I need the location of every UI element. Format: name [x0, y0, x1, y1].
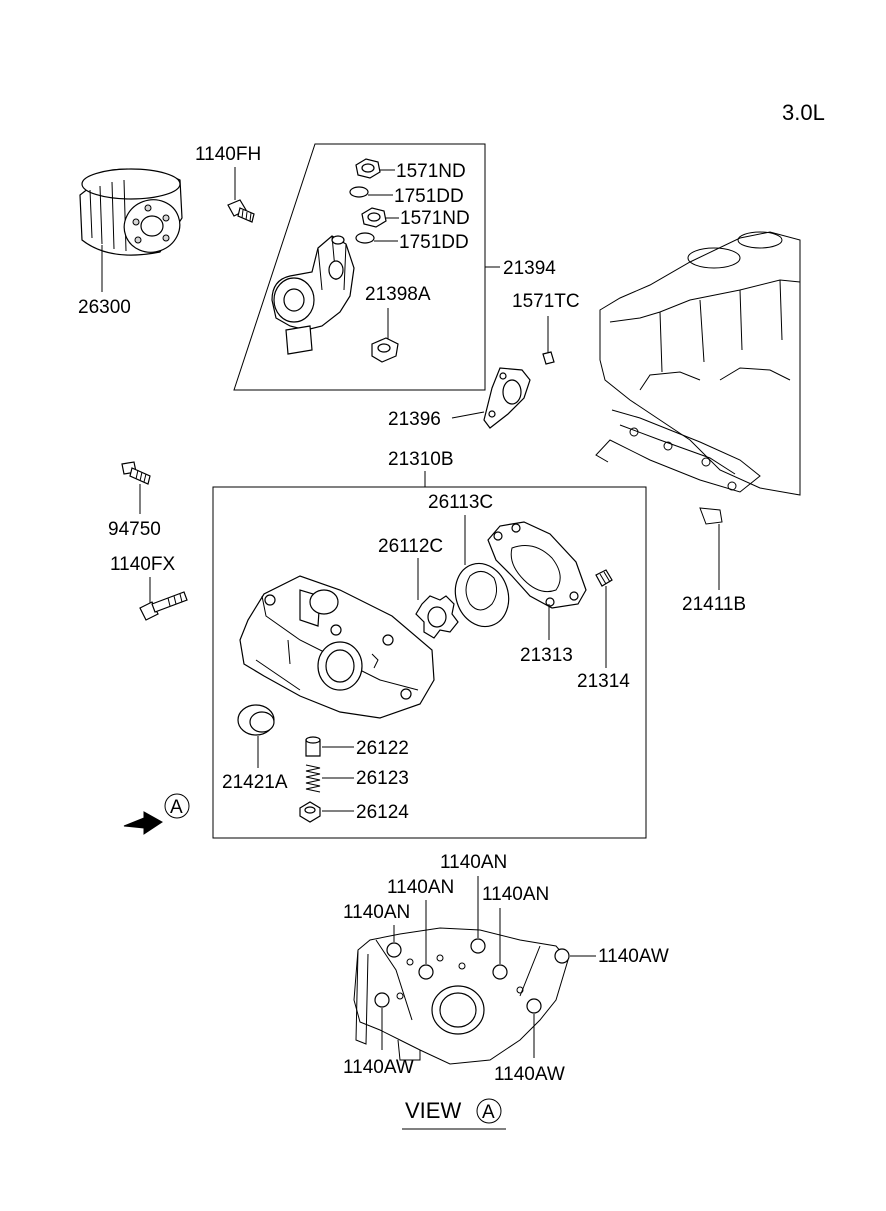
label-view-a-1140AW-left: 1140AW	[343, 1057, 414, 1078]
view-a-caption-letter: A	[482, 1102, 495, 1123]
outer-rotor-26113C-drawing	[454, 562, 510, 628]
label-26300: 26300	[78, 297, 131, 318]
label-21411B: 21411B	[682, 594, 746, 615]
oil-pressure-housing-drawing	[271, 235, 355, 355]
label-view-a-1140AW-bottom: 1140AW	[494, 1064, 565, 1085]
washer-1751DD-b-drawing	[355, 232, 375, 244]
washer-1751DD-a-drawing	[349, 186, 369, 198]
front-case-drawing	[239, 575, 435, 719]
label-view-a-1140AN-far-left: 1140AN	[343, 902, 410, 923]
assembly-box-21394	[233, 143, 486, 391]
label-1571ND-a: 1571ND	[396, 161, 466, 182]
engine-label: 3.0L	[782, 100, 825, 125]
view-a-callout-letter: A	[170, 797, 183, 818]
oil-filter-drawing	[79, 168, 183, 256]
nut-1571ND-a-drawing	[355, 158, 381, 179]
label-26123: 26123	[356, 768, 409, 789]
plunger-26122-drawing	[305, 736, 321, 757]
label-26124: 26124	[356, 802, 409, 823]
plug-21398A-drawing	[371, 337, 399, 363]
label-21394: 21394	[503, 258, 556, 279]
bolt-1140FH-drawing	[227, 199, 255, 223]
bolt-1140FX-drawing	[139, 591, 188, 621]
label-21310B: 21310B	[388, 449, 454, 470]
view-a-caption-word: VIEW	[405, 1098, 461, 1123]
label-94750: 94750	[108, 519, 161, 540]
label-21314: 21314	[577, 671, 630, 692]
label-1140FX: 1140FX	[110, 554, 175, 575]
label-1571ND-b: 1571ND	[400, 208, 470, 229]
screw-21314-drawing	[595, 569, 613, 587]
label-21398A: 21398A	[365, 284, 431, 305]
pump-cover-21313-drawing	[487, 521, 587, 609]
plug-1571TC-drawing	[542, 351, 555, 365]
spring-26123-drawing	[305, 764, 321, 793]
label-view-a-1140AW-right: 1140AW	[598, 946, 669, 967]
label-1751DD-b: 1751DD	[399, 232, 469, 253]
inner-rotor-26112C-drawing	[415, 595, 459, 639]
view-a-callout-circle	[164, 793, 190, 819]
bolt-94750-drawing	[121, 461, 151, 485]
label-view-a-1140AN-top: 1140AN	[440, 852, 507, 873]
label-21421A: 21421A	[222, 772, 288, 793]
plug-26124-drawing	[299, 801, 321, 823]
oil-seal-21421A-drawing	[237, 704, 275, 736]
label-1140FH: 1140FH	[195, 144, 261, 165]
label-1751DD-a: 1751DD	[394, 186, 464, 207]
view-a-arrow-icon	[123, 811, 163, 835]
nut-1571ND-b-drawing	[361, 207, 387, 228]
view-a-front-case-drawing	[353, 927, 570, 1065]
label-26113C: 26113C	[428, 492, 493, 513]
view-a-caption-circle	[476, 1098, 502, 1124]
label-view-a-1140AN-right: 1140AN	[482, 884, 549, 905]
engine-block-drawing	[595, 231, 801, 525]
label-26122: 26122	[356, 738, 409, 759]
label-26112C: 26112C	[378, 536, 443, 557]
label-21396: 21396	[388, 409, 441, 430]
label-21313: 21313	[520, 645, 573, 666]
label-1571TC: 1571TC	[512, 291, 580, 312]
gasket-21396-drawing	[483, 367, 531, 429]
assembly-box-21310B	[212, 486, 647, 839]
label-view-a-1140AN-left: 1140AN	[387, 877, 454, 898]
